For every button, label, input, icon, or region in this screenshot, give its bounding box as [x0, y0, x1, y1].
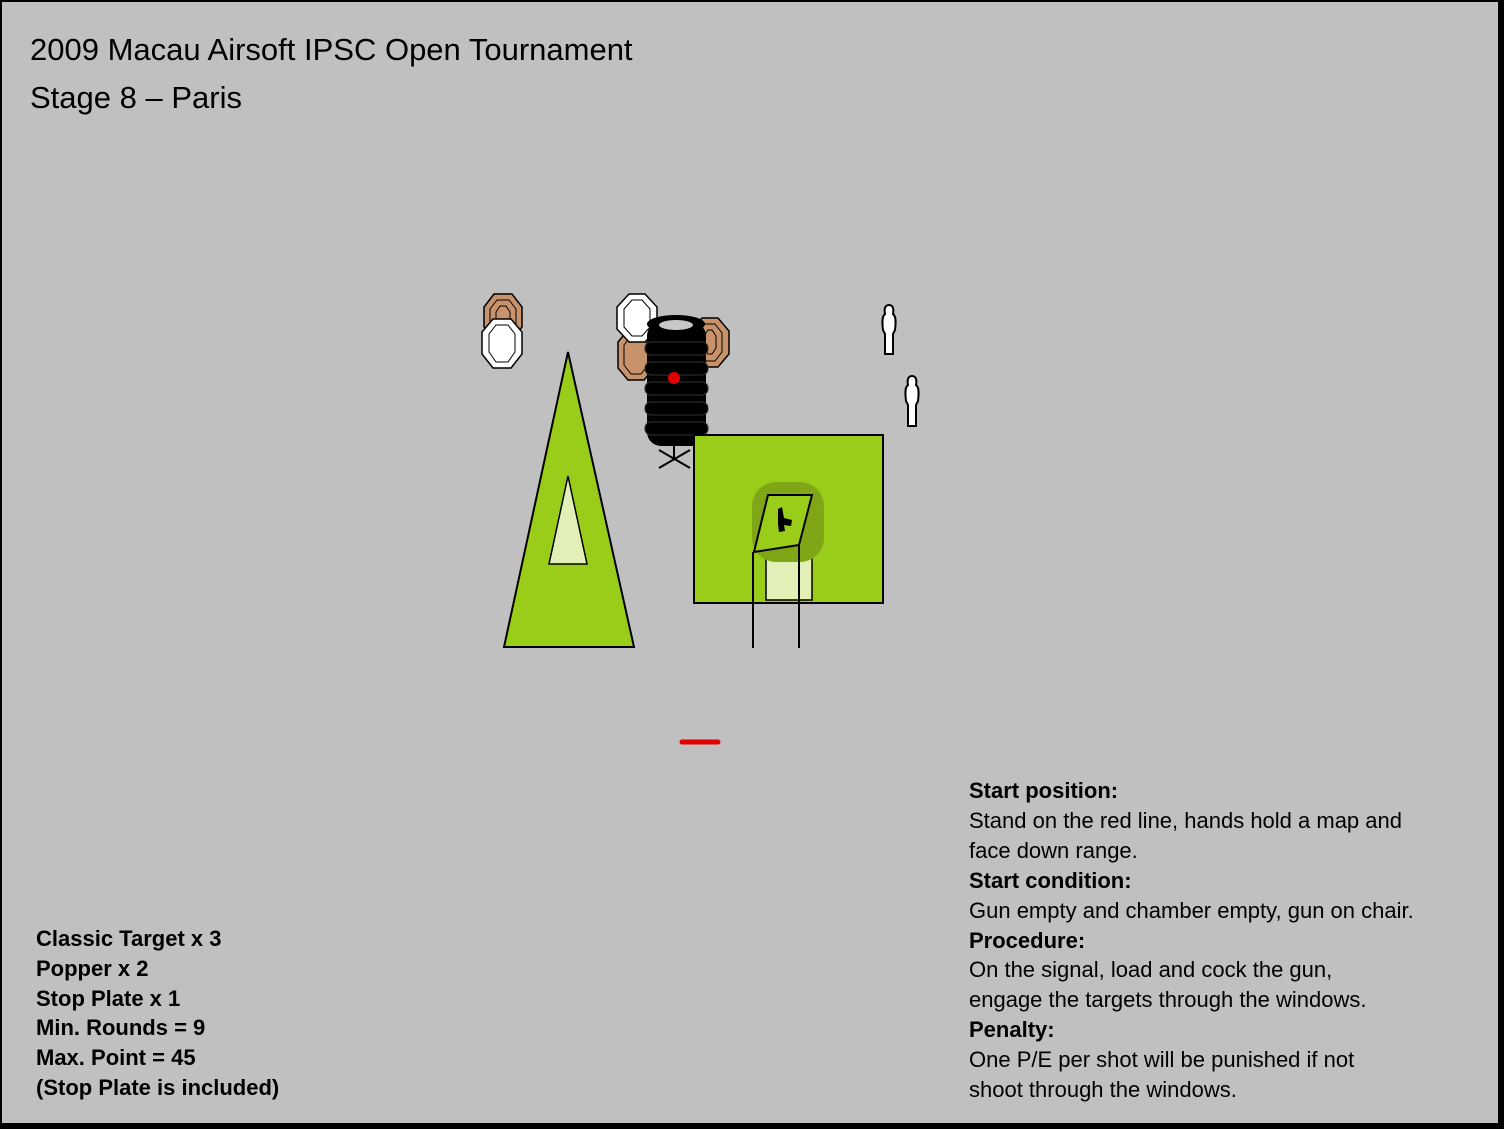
summary-max-point: Max. Point = 45: [36, 1045, 196, 1071]
stage-brief: Start position: Stand on the red line, h…: [969, 776, 1414, 1105]
penalty-text: One P/E per shot will be punished if not: [969, 1047, 1355, 1073]
summary-note: (Stop Plate is included): [36, 1074, 280, 1100]
pistol-icon: [778, 507, 792, 532]
penalty-heading: Penalty:: [969, 1017, 1055, 1043]
start-position-text: Stand on the red line, hands hold a map …: [969, 807, 1402, 833]
start-position-text: face down range.: [969, 837, 1138, 863]
penalty-text: shoot through the windows.: [969, 1077, 1237, 1103]
triangle-window: [548, 475, 588, 565]
summary-poppers: Popper x 2: [36, 955, 149, 981]
popper-icon: [904, 374, 920, 427]
summary-min-rounds: Min. Rounds = 9: [36, 1015, 206, 1041]
start-condition-heading: Start condition:: [969, 867, 1132, 893]
procedure-text: engage the targets through the windows.: [969, 987, 1367, 1013]
stage-title: Stage 8 – Paris: [30, 80, 242, 115]
popper-icon: [881, 303, 897, 355]
summary-stop-plate: Stop Plate x 1: [36, 985, 181, 1011]
tournament-title: 2009 Macau Airsoft IPSC Open Tournament: [30, 32, 633, 67]
procedure-heading: Procedure:: [969, 927, 1086, 953]
plate-stand: [658, 446, 691, 469]
no-shoot-target-middle: [616, 293, 658, 343]
no-shoot-target-left: [481, 318, 523, 369]
target-summary: Classic Target x 3 Popper x 2 Stop Plate…: [36, 924, 279, 1103]
start-condition-text: Gun empty and chamber empty, gun on chai…: [969, 897, 1414, 923]
procedure-text: On the signal, load and cock the gun,: [969, 957, 1333, 983]
summary-classic-targets: Classic Target x 3: [36, 926, 222, 951]
start-position-heading: Start position:: [969, 778, 1119, 803]
stop-plate: [668, 372, 680, 384]
